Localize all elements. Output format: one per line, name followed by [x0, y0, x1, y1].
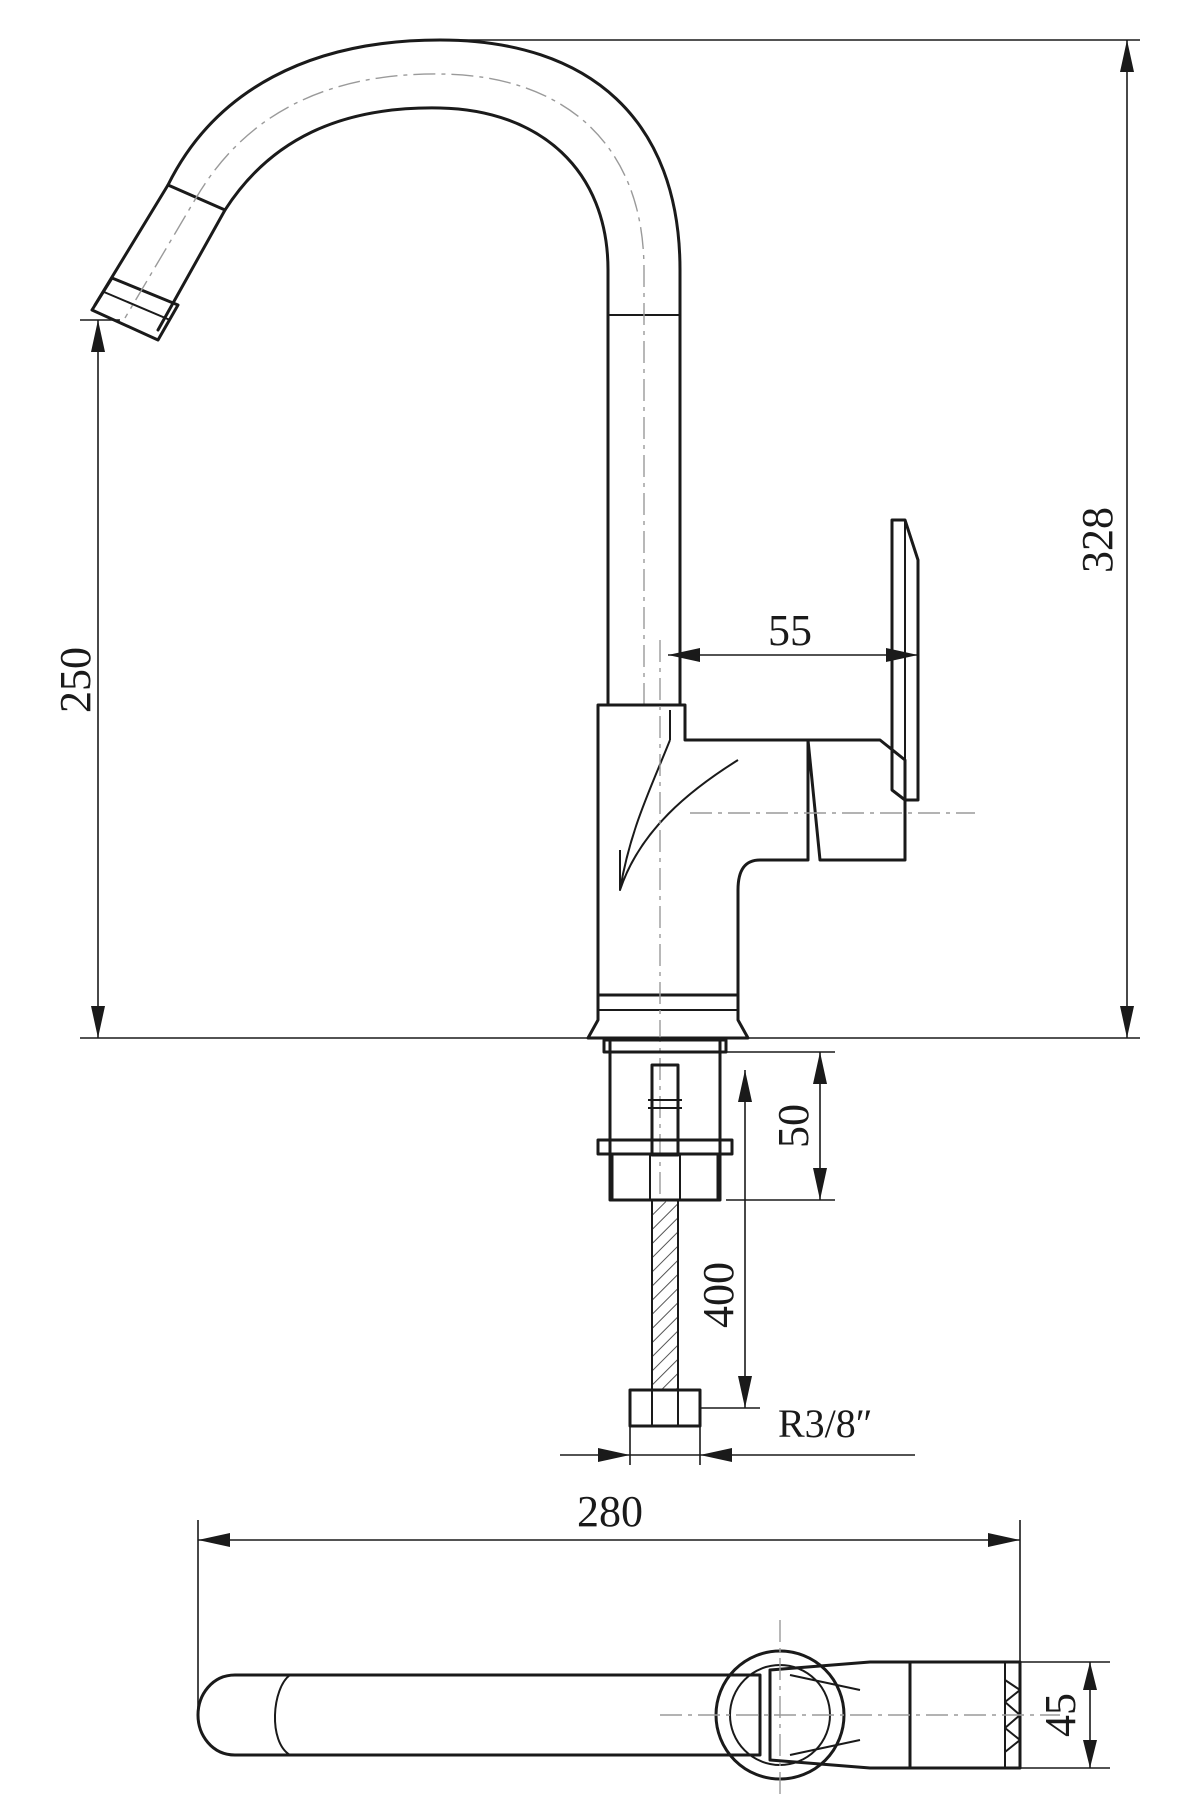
spout-inner-curve [156, 106, 610, 707]
shank-flange [602, 1038, 728, 1054]
dim-label-50: 50 [769, 1104, 818, 1148]
dim-label-connector: R3/8″ [778, 1401, 872, 1446]
dim-arrow-400-top [738, 1070, 752, 1102]
dim-arrow-50-top [813, 1052, 827, 1084]
dim-arrow-55-right [886, 648, 918, 662]
dim-arrow-328-top [1120, 40, 1134, 72]
lever-handle [806, 738, 907, 862]
aerator-ring [103, 291, 171, 321]
dim-arrow-55-left [668, 648, 700, 662]
top-view-lever-grip [1004, 1679, 1021, 1753]
dim-arrow-connector-left [598, 1448, 630, 1462]
dim-arrow-280-right [988, 1533, 1020, 1547]
mounting-nut [610, 1152, 720, 1202]
dim-arrow-50-bottom [813, 1168, 827, 1200]
hose-connector-nut [628, 1388, 702, 1428]
top-view-handle-bevel [789, 1674, 861, 1756]
base-collar [586, 993, 750, 1040]
top-view-aerator-end [273, 1674, 291, 1756]
dim-arrow-280-left [198, 1533, 230, 1547]
dim-label-45: 45 [1036, 1693, 1085, 1737]
faucet-front-view [90, 38, 975, 1428]
spout-centerline [124, 73, 645, 705]
dim-label-55: 55 [768, 606, 812, 655]
braided-hose [651, 1199, 679, 1391]
dim-arrow-250-top [91, 320, 105, 352]
dim-label-328: 328 [1073, 507, 1122, 573]
top-dimensions: 280 45 [197, 1487, 1110, 1769]
dim-arrow-400-bottom [738, 1376, 752, 1408]
mounting-washer [596, 1138, 734, 1156]
aerator-tip [90, 276, 180, 342]
front-dimensions: 328 250 55 50 400 R3/8″ [51, 39, 1140, 1465]
dim-label-280: 280 [577, 1487, 643, 1536]
top-view-spout-arm [196, 1673, 762, 1757]
dim-arrow-45-bottom [1083, 1740, 1097, 1768]
valve-body-bevel [619, 739, 739, 891]
dim-label-250: 250 [51, 647, 100, 713]
spout-outer-curve [93, 38, 682, 707]
dim-arrow-250-bottom [91, 1006, 105, 1038]
dim-arrow-45-top [1083, 1662, 1097, 1690]
threaded-stud [650, 1063, 680, 1157]
dim-arrow-328-bottom [1120, 1006, 1134, 1038]
dim-arrow-connector-right [700, 1448, 732, 1462]
dim-label-400: 400 [694, 1262, 743, 1328]
faucet-top-view [196, 1620, 1060, 1800]
